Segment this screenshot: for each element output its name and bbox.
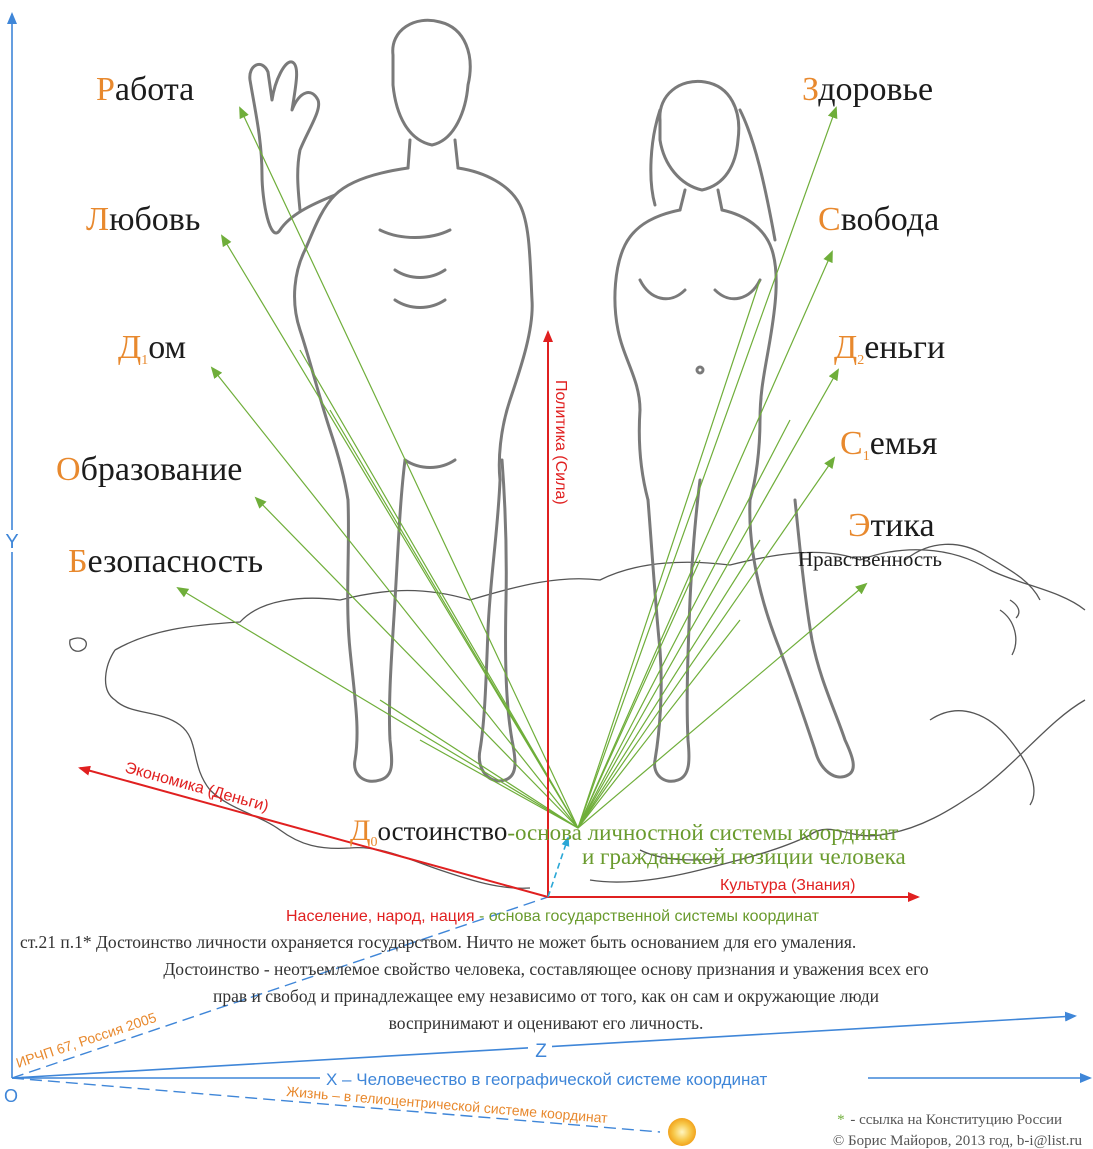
constitution-line: прав и свобод и принадлежащее ему незави… [213,986,879,1006]
svg-text:Любовь: Любовь [86,201,200,238]
value-cap: Л [86,201,109,238]
value-label-love: юбовь [109,201,200,238]
value-label-security: езопасность [88,543,264,580]
economy-axis-label: Экономика (Деньги) [123,759,270,815]
ethics-sublabel: Нравственность [798,547,942,571]
svg-text:Д2еньги: Д2еньги [834,329,945,368]
population-label: Население, народ, нация [286,908,475,925]
dignity-word: остоинство [377,816,507,846]
value-cap: З [802,71,818,108]
constitution-line: Достоинство - неотъемлемое свойство чело… [163,959,929,979]
value-cap: С [818,201,841,238]
copyright: © Борис Майоров, 2013 год, b-i@list.ru [833,1133,1083,1149]
svg-text:Работа: Работа [96,71,194,108]
values-left: Работа Любовь Д1ом Образование Безопасно… [56,71,263,580]
politics-axis-label: Политика (Сила) [552,380,569,505]
dignity-line1: -основа личностной системы координат [507,820,898,845]
value-cap: Д [834,329,857,366]
life-axis-label: Жизнь – в гелиоцентрической системе коор… [286,1083,609,1126]
population-suffix: - основа государственной системы координ… [475,908,820,925]
male-figure-icon [250,20,532,781]
svg-text:Свобода: Свобода [818,201,939,238]
dignity-caption: Д0остоинство-основа личностной системы к… [350,814,906,869]
value-label-health: доровье [818,71,933,108]
culture-axis-label: Культура (Знания) [720,877,855,894]
value-cap: Э [848,507,870,544]
state-axes: Политика (Сила) Экономика (Деньги) Культ… [80,332,918,897]
value-label-money: еньги [864,329,945,366]
value-subscript: 1 [863,449,870,464]
value-label-ethics: тика [870,507,934,544]
svg-text:Д1ом: Д1ом [118,329,186,368]
dignity-subscript: 0 [370,835,377,850]
svg-text:С1емья: С1емья [840,425,938,464]
svg-text:Этика: Этика [848,507,935,544]
z-axis-label: Z [535,1041,547,1062]
female-figure-icon [615,81,853,781]
dignity-line2: и гражданской позиции человека [582,844,906,869]
value-subscript: 1 [141,353,148,368]
value-cap: Б [68,543,88,580]
vector-education [256,498,578,828]
svg-text:Здоровье: Здоровье [802,71,933,108]
value-label-family: емья [870,425,938,462]
values-right: Здоровье Свобода Д2еньги С1емья Этика Нр… [798,71,945,571]
x-axis-label: X – Человечество в географической систем… [326,1070,767,1089]
constitution-text: ст.21 п.1* Достоинство личности охраняет… [20,932,929,1033]
value-cap: Р [96,71,115,108]
y-axis-label: Y [5,531,18,553]
value-label-education: бразование [81,451,243,488]
constitution-line: ст.21 п.1* Достоинство личности охраняет… [20,932,856,952]
value-label-work: абота [115,71,194,108]
constitution-line: воспринимают и оценивают его личность. [389,1013,704,1033]
svg-text:Безопасность: Безопасность [68,543,263,580]
value-vectors [178,108,866,828]
population-caption: Население, народ, нация - основа государ… [286,908,820,925]
value-cap: О [56,451,81,488]
value-cap: Д [118,329,141,366]
vector-love [222,236,578,828]
vector-freedom [578,252,832,828]
value-label-freedom: вобода [841,201,940,238]
vector-work [240,108,578,828]
sun-icon [668,1118,696,1146]
dignity-cap: Д [350,814,370,847]
value-subscript: 2 [857,353,864,368]
svg-text:Образование: Образование [56,451,242,488]
footnote: * - ссылка на Конституцию России [837,1112,1062,1128]
hdi-axis-label: ИРЧП 67, Россия 2005 [14,1009,159,1071]
dignity-axis [548,838,568,897]
origin-label: O [4,1086,18,1106]
value-cap: С [840,425,863,462]
vector-money [578,370,838,828]
value-label-home: ом [148,329,186,366]
vector-health [578,108,836,828]
